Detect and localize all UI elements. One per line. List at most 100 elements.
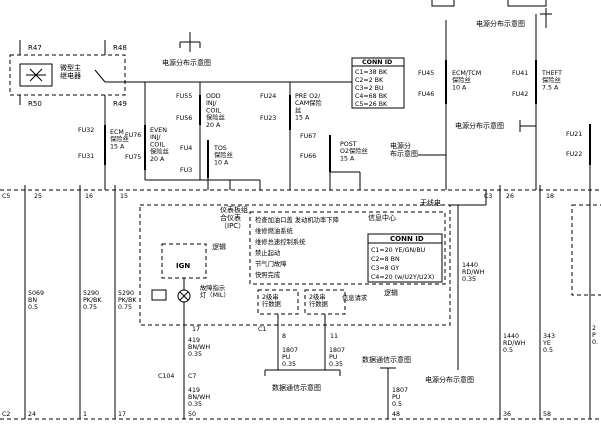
svg-text:CONN ID: CONN ID [362, 59, 392, 66]
svg-text:1440: 1440 [503, 333, 519, 340]
svg-text:C3=2 BU: C3=2 BU [355, 85, 384, 92]
svg-text:15: 15 [120, 193, 128, 200]
svg-text:17: 17 [192, 326, 200, 333]
svg-text:RD/WH: RD/WH [462, 269, 485, 276]
svg-text:2: 2 [592, 325, 596, 332]
svg-text:R47: R47 [28, 44, 42, 52]
svg-text:0.5: 0.5 [28, 304, 38, 311]
conn-c3: C3 [484, 193, 492, 200]
svg-text:禁止起动: 禁止起动 [255, 248, 280, 257]
svg-text:无线电: 无线电 [420, 198, 441, 207]
conn-id-table-top: CONN ID C1=38 BK C2=2 BK C3=2 BU C4=68 B… [351, 57, 405, 109]
svg-text:0.35: 0.35 [188, 401, 202, 408]
svg-text:快照完成: 快照完成 [255, 270, 281, 279]
svg-text:FU66: FU66 [300, 153, 316, 160]
svg-text:0.: 0. [592, 339, 598, 346]
svg-text:C1=20 YE/GN/BU: C1=20 YE/GN/BU [371, 247, 426, 254]
svg-text:信息请求: 信息请求 [342, 293, 368, 302]
svg-text:FU22: FU22 [566, 151, 582, 158]
svg-text:R49: R49 [113, 100, 127, 108]
svg-text:PK/BK: PK/BK [118, 297, 137, 304]
svg-text:C7: C7 [188, 373, 196, 380]
svg-text:RD/WH: RD/WH [503, 340, 526, 347]
power-ref-mid: 电源分布示意图 [390, 141, 446, 158]
svg-text:FU75: FU75 [125, 154, 141, 161]
svg-text:5290: 5290 [83, 290, 99, 297]
svg-text:FU46: FU46 [418, 91, 434, 98]
svg-text:电源分布示意图: 电源分布示意图 [476, 19, 525, 28]
svg-text:R48: R48 [113, 44, 127, 52]
conn-c2: C2 [2, 411, 10, 418]
svg-text:IGN: IGN [176, 262, 190, 270]
svg-text:C104: C104 [158, 373, 174, 380]
svg-text:维修总速控制系统: 维修总速控制系统 [255, 237, 306, 246]
svg-text:FU32: FU32 [78, 127, 94, 134]
svg-text:0.75: 0.75 [83, 304, 97, 311]
svg-text:数据通信示意图: 数据通信示意图 [362, 355, 411, 364]
power-ref-top-center: 电源分布示意图 [162, 32, 211, 67]
svg-text:C2=8 BN: C2=8 BN [371, 256, 400, 263]
svg-text:26: 26 [506, 193, 514, 200]
svg-text:信息中心: 信息中心 [368, 213, 396, 222]
svg-text:BN: BN [28, 297, 37, 304]
svg-text:419: 419 [188, 387, 200, 394]
svg-text:BN/WH: BN/WH [188, 344, 210, 351]
svg-text:PK/BK: PK/BK [83, 297, 102, 304]
svg-text:1807: 1807 [329, 347, 345, 354]
svg-text:5069: 5069 [28, 290, 44, 297]
svg-text:PU: PU [392, 394, 401, 401]
svg-text:FU67: FU67 [300, 133, 316, 140]
svg-text:电源分布示意图: 电源分布示意图 [455, 121, 504, 130]
svg-text:电源分布示意图: 电源分布示意图 [425, 375, 474, 384]
power-ref-top-right: 电源分布示意图 [476, 8, 552, 28]
svg-text:逻辑: 逻辑 [384, 288, 398, 297]
svg-text:24: 24 [28, 411, 36, 418]
svg-text:PU: PU [282, 354, 291, 361]
svg-text:58: 58 [543, 411, 551, 418]
conn-id-table-ipc [367, 233, 443, 283]
svg-text:0.5: 0.5 [543, 347, 553, 354]
engine-icon [151, 289, 167, 301]
svg-text:R50: R50 [28, 100, 42, 108]
svg-text:电源分布示意图: 电源分布示意图 [390, 141, 418, 158]
data-comm-ref-center: 数据通信示意图 1807 PU 0.5 [362, 355, 411, 419]
svg-text:0.5: 0.5 [392, 401, 402, 408]
svg-text:343: 343 [543, 333, 555, 340]
svg-text:C1=38 BK: C1=38 BK [355, 69, 388, 76]
svg-text:1807: 1807 [282, 347, 298, 354]
svg-text:0.35: 0.35 [462, 276, 476, 283]
svg-text:419: 419 [188, 337, 200, 344]
svg-text:FU23: FU23 [260, 115, 276, 122]
svg-text:11: 11 [330, 333, 338, 340]
svg-text:25: 25 [34, 193, 42, 200]
svg-text:C4=68 BK: C4=68 BK [355, 93, 388, 100]
right-panel-partial [571, 204, 601, 296]
svg-text:FU56: FU56 [176, 115, 192, 122]
svg-text:FU4: FU4 [180, 145, 192, 152]
top-ref-box-1 [431, 0, 455, 7]
main-relay: 微型主继电器 R47 R48 R49 R50 [9, 40, 127, 120]
svg-text:1: 1 [83, 411, 87, 418]
svg-text:故障指示灯（MIL）: 故障指示灯（MIL） [200, 283, 230, 299]
svg-text:CONN ID: CONN ID [390, 235, 424, 243]
svg-text:FU42: FU42 [512, 91, 528, 98]
top-ref-box-2 [507, 0, 547, 7]
svg-text:C5=26 BK: C5=26 BK [355, 101, 388, 108]
svg-text:PU: PU [329, 354, 338, 361]
svg-text:FU31: FU31 [78, 153, 94, 160]
svg-text:C1: C1 [258, 326, 266, 333]
svg-text:0.35: 0.35 [282, 361, 296, 368]
svg-text:0.5: 0.5 [503, 347, 513, 354]
